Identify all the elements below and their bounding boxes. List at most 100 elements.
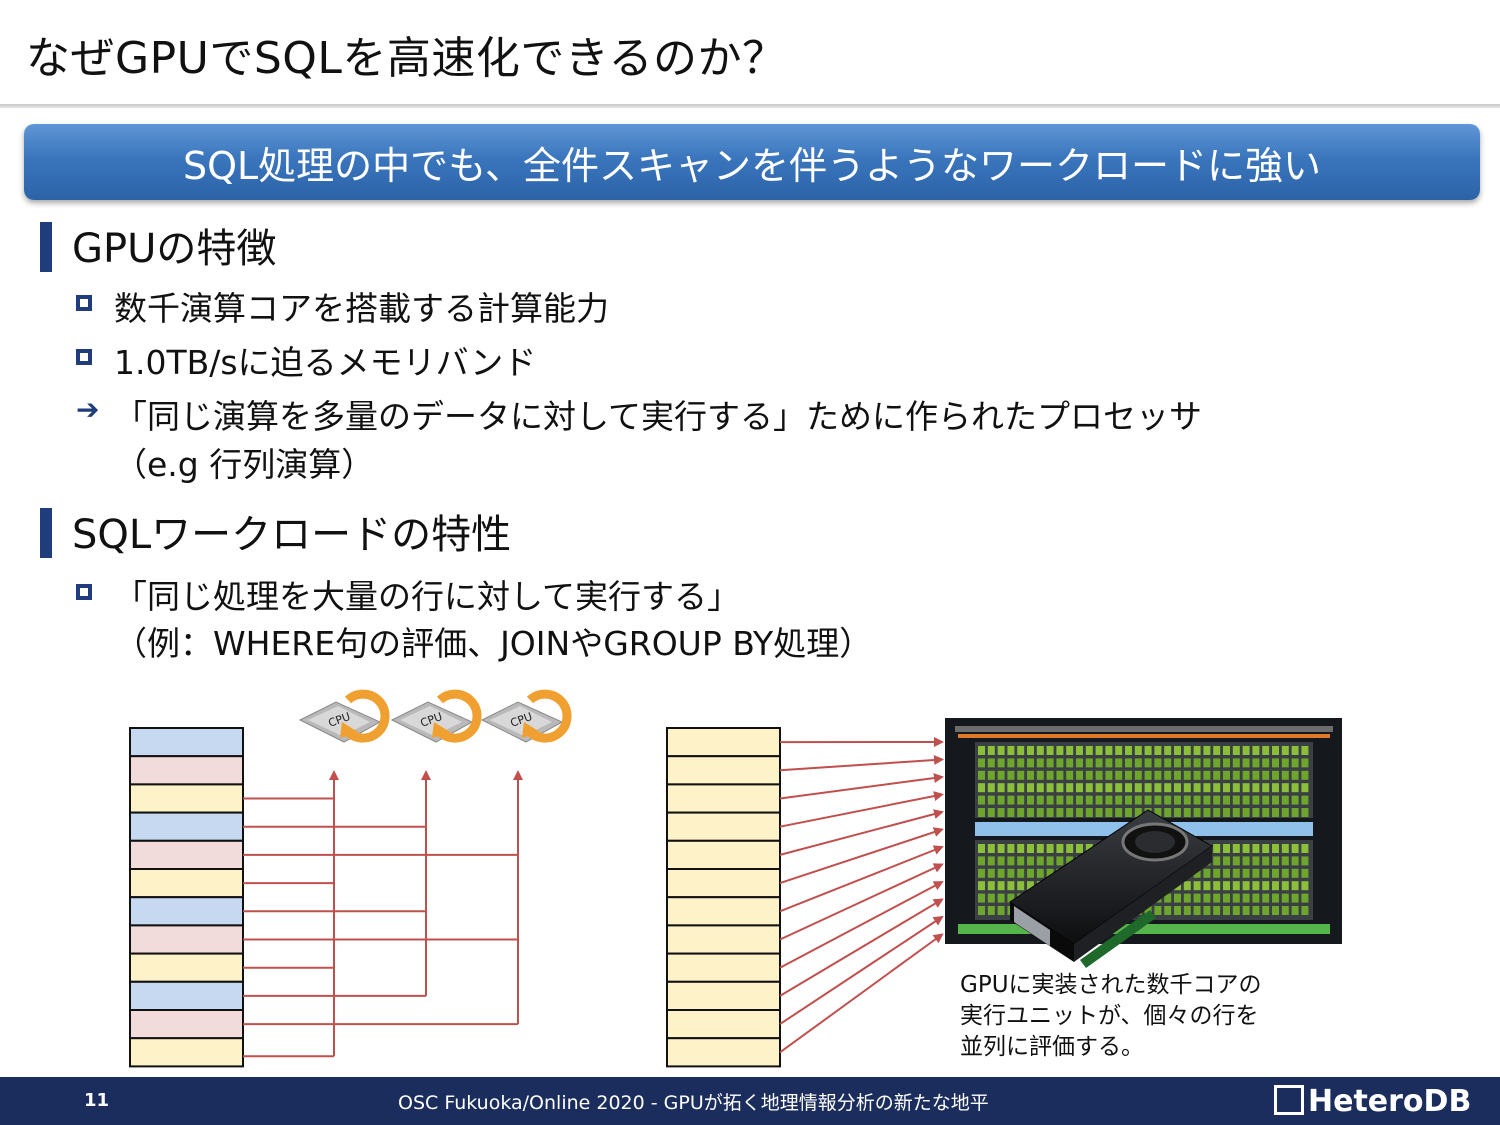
gpu-core	[1242, 758, 1250, 768]
gpu-core	[1164, 808, 1172, 817]
row-arrow	[779, 827, 944, 885]
gpu-core	[1262, 844, 1270, 853]
gpu-core	[1134, 758, 1142, 768]
table-row	[666, 980, 781, 1011]
gpu-core	[1076, 783, 1083, 793]
gpu-core	[1281, 808, 1289, 817]
gpu-core	[1085, 770, 1093, 780]
gpu-core	[978, 758, 985, 768]
table-row	[666, 924, 781, 955]
gpu-core	[1262, 856, 1270, 866]
gpu-core	[997, 758, 1005, 768]
gpu-core	[1272, 906, 1279, 915]
cpu-row-arrows	[243, 770, 523, 1058]
gpu-core	[1154, 783, 1162, 793]
gpu-core	[1105, 770, 1113, 780]
table-row	[129, 755, 244, 786]
gpu-core	[1144, 906, 1152, 915]
gpu-core	[1174, 795, 1181, 805]
gpu-core	[1301, 906, 1309, 915]
banner-text: SQL処理の中でも、全件スキャンを伴うようなワークロードに強い	[182, 143, 1322, 188]
arrow-bullet-icon: ➔	[76, 393, 100, 426]
gpu-core	[1291, 783, 1299, 793]
gpu-core	[1036, 868, 1044, 878]
table-row	[666, 1009, 781, 1040]
gpu-core	[1056, 856, 1064, 866]
conclusion-text: 「同じ演算を多量のデータに対して実行する」ために作られたプロセッサ	[114, 397, 1203, 436]
gpu-core	[1007, 746, 1015, 755]
gpu-core	[1183, 795, 1191, 805]
gpu-core	[1134, 746, 1142, 755]
page-number: 11	[84, 1090, 110, 1111]
gpu-core	[978, 795, 985, 805]
gpu-core	[1281, 868, 1289, 878]
gpu-core	[1027, 808, 1034, 817]
gpu-core	[1115, 758, 1123, 768]
title-divider	[0, 104, 1500, 108]
square-bullet-icon	[76, 295, 92, 311]
caption-line: GPUに実装された数千コアの	[960, 972, 1262, 998]
gpu-core	[1262, 881, 1270, 891]
gpu-core	[1085, 808, 1093, 817]
gpu-core	[1203, 808, 1211, 817]
gpu-core	[987, 795, 995, 805]
gpu-core	[1154, 795, 1162, 805]
gpu-core	[1242, 770, 1250, 780]
gpu-core	[1213, 868, 1221, 878]
gpu-core	[978, 808, 985, 817]
gpu-core	[1203, 881, 1211, 891]
gpu-core	[1291, 795, 1299, 805]
gpu-core	[1046, 746, 1054, 755]
gpu-core	[1232, 783, 1240, 793]
gpu-core	[1272, 746, 1279, 755]
gpu-core	[1076, 758, 1083, 768]
gpu-core	[1036, 856, 1044, 866]
gpu-core	[1213, 844, 1221, 853]
table-row	[129, 727, 244, 758]
gpu-core	[1262, 783, 1270, 793]
gpu-core	[1007, 783, 1015, 793]
gpu-core	[1174, 783, 1181, 793]
gpu-core	[1223, 746, 1230, 755]
gpu-core	[1223, 758, 1230, 768]
gpu-core	[1164, 795, 1172, 805]
gpu-core	[987, 808, 995, 817]
gpu-core	[1164, 746, 1172, 755]
gpu-core	[1066, 844, 1074, 853]
gpu-core	[1076, 770, 1083, 780]
gpu-core	[1242, 906, 1250, 915]
table-row	[129, 811, 244, 842]
gpu-core	[1144, 746, 1152, 755]
gpu-core	[1085, 746, 1093, 755]
gpu-core	[1232, 844, 1240, 853]
gpu-core	[1223, 893, 1230, 903]
gpu-core	[1174, 758, 1181, 768]
gpu-core	[1252, 808, 1260, 817]
gpu-core	[1105, 746, 1113, 755]
gpu-core	[1301, 844, 1309, 853]
row-arrow	[779, 898, 944, 997]
gpu-core	[1027, 758, 1034, 768]
gpu-core	[978, 881, 985, 891]
gpu-core	[1007, 844, 1015, 853]
gpu-core	[1066, 770, 1074, 780]
gpu-core	[1252, 746, 1260, 755]
gpu-core	[1252, 868, 1260, 878]
table-row	[129, 1009, 244, 1040]
gpu-core	[1272, 893, 1279, 903]
gpu-core	[1232, 746, 1240, 755]
gpu-row-arrows	[779, 737, 944, 1054]
gpu-core	[1232, 881, 1240, 891]
gpu-core	[1085, 758, 1093, 768]
gpu-core	[1095, 783, 1103, 793]
bullet-text: 「同じ処理を大量の行に対して実行する」	[114, 577, 741, 616]
gpu-core	[1125, 795, 1132, 805]
gpu-core	[1046, 856, 1054, 866]
gpu-core	[1272, 881, 1279, 891]
gpu-core	[1115, 783, 1123, 793]
cpu-chip-icon: CPU	[480, 689, 572, 743]
table-row	[129, 952, 244, 983]
gpu-core	[1144, 783, 1152, 793]
gpu-core	[978, 844, 985, 853]
gpu-core	[978, 893, 985, 903]
